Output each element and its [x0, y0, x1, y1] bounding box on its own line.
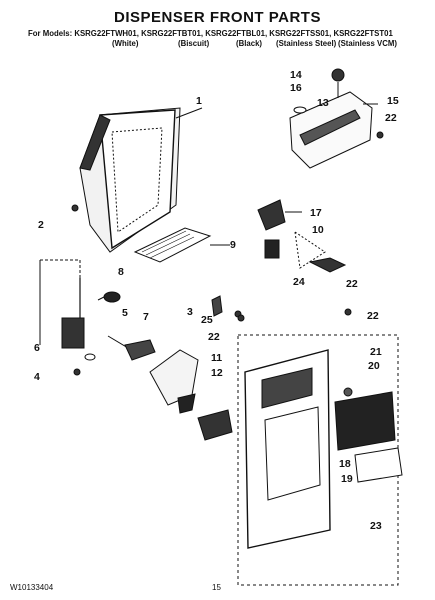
callout-5: 5 — [122, 307, 128, 319]
callout-23: 23 — [370, 520, 382, 532]
callout-16: 16 — [290, 82, 302, 94]
variant-label-stainless-steel: (Stainless Steel) — [276, 39, 337, 48]
callout-6: 6 — [34, 342, 40, 354]
ice-chute — [149, 349, 233, 441]
callout-22-a: 22 — [385, 112, 397, 124]
callout-24: 24 — [293, 276, 305, 288]
actuator-assembly — [84, 335, 156, 361]
callout-4: 4 — [34, 371, 40, 383]
callout-13: 13 — [317, 97, 329, 109]
callout-7: 7 — [143, 311, 149, 323]
page-number: 15 — [212, 583, 221, 592]
callout-10: 10 — [312, 224, 324, 236]
callout-14: 14 — [290, 69, 302, 81]
callout-1: 1 — [196, 95, 202, 107]
dispenser-switch — [39, 259, 85, 349]
dispenser-front-panel — [237, 334, 399, 586]
screws — [71, 131, 384, 376]
drip-tray — [133, 227, 230, 263]
variant-label-stainless-vcm: (Stainless VCM) — [338, 39, 397, 48]
lever-bracket — [289, 68, 378, 169]
callout-3: 3 — [187, 306, 193, 318]
callout-12: 12 — [211, 367, 223, 379]
callout-18: 18 — [339, 458, 351, 470]
callout-2: 2 — [38, 219, 44, 231]
dispenser-housing — [79, 107, 203, 253]
callout-15: 15 — [387, 95, 399, 107]
variant-label-black: (Black) — [236, 39, 262, 48]
variant-label-white: (White) — [112, 39, 139, 48]
callout-22-b: 22 — [367, 310, 379, 322]
callout-17: 17 — [310, 207, 322, 219]
callout-21: 21 — [370, 346, 382, 358]
callout-11: 11 — [211, 352, 223, 364]
callout-25: 25 — [201, 314, 213, 326]
callout-9: 9 — [230, 239, 236, 251]
variant-label-biscuit: (Biscuit) — [178, 39, 210, 48]
callout-19: 19 — [341, 473, 353, 485]
page-title: DISPENSER FRONT PARTS — [114, 9, 321, 26]
dispenser-lever — [257, 199, 347, 273]
callout-20: 20 — [368, 360, 380, 372]
solenoid-plug — [97, 291, 121, 303]
doc-number: W10133404 — [10, 583, 54, 592]
callout-22-c: 22 — [208, 331, 220, 343]
callout-8: 8 — [118, 266, 124, 278]
callout-22-d: 22 — [346, 278, 358, 290]
small-bracket — [211, 295, 242, 318]
models-line: For Models: KSRG22FTWH01, KSRG22FTBT01, … — [28, 29, 393, 38]
control-board — [334, 387, 403, 483]
